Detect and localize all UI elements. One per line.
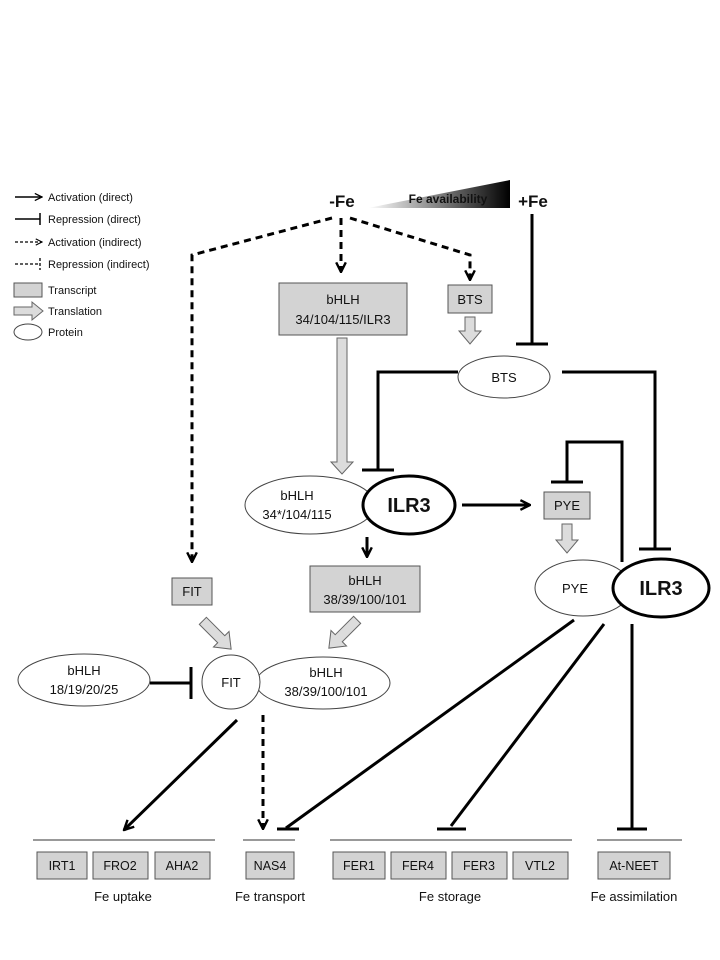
minus-fe-label: -Fe [329, 192, 355, 211]
protein-pye: PYE [534, 559, 632, 617]
svg-text:AHA2: AHA2 [166, 859, 199, 873]
svg-text:FER1: FER1 [343, 859, 375, 873]
fe-availability-label: Fe availability [409, 192, 488, 206]
legend-repression-direct: Repression (direct) [48, 214, 141, 226]
label-fe-transport: Fe transport [235, 889, 305, 904]
legend-translation-icon [13, 300, 44, 322]
svg-text:34/104/115/ILR3: 34/104/115/ILR3 [295, 312, 390, 327]
target-irt1: IRT1 [36, 851, 88, 880]
svg-text:VTL2: VTL2 [525, 859, 555, 873]
pye-self-repression [551, 440, 624, 562]
minus-fe-activations [192, 216, 470, 562]
target-fer3: FER3 [451, 851, 508, 880]
target-fro2: FRO2 [92, 851, 149, 880]
svg-text:34*/104/115: 34*/104/115 [262, 507, 331, 522]
svg-text:38/39/100/101: 38/39/100/101 [323, 592, 406, 607]
svg-text:FER3: FER3 [463, 859, 495, 873]
pye-repression-nas4 [277, 618, 575, 831]
svg-text:At-NEET: At-NEET [609, 859, 659, 873]
target-at-neet: At-NEET [597, 851, 671, 880]
fe-to-bts-arrow [349, 216, 470, 280]
svg-text:ILR3: ILR3 [639, 578, 682, 600]
translation-arrow-bhlh-a [329, 337, 355, 475]
svg-text:bHLH: bHLH [280, 488, 313, 503]
svg-text:bHLH: bHLH [326, 292, 359, 307]
transcript-bts: BTS [447, 284, 493, 314]
legend-transcript: Transcript [48, 285, 97, 297]
svg-text:bHLH: bHLH [309, 665, 342, 680]
label-fe-uptake: Fe uptake [94, 889, 152, 904]
transcript-bhlh-a: bHLH 34/104/115/ILR3 [278, 282, 408, 336]
transcript-pye: PYE [543, 491, 591, 520]
svg-text:FIT: FIT [221, 675, 241, 690]
legend-protein-icon [13, 323, 43, 341]
target-fer4: FER4 [390, 851, 447, 880]
protein-bts: BTS [457, 355, 551, 399]
svg-text:BTS: BTS [491, 370, 517, 385]
fit-to-uptake-arrow [124, 718, 239, 830]
target-fer1: FER1 [332, 851, 386, 880]
svg-text:bHLH: bHLH [348, 573, 381, 588]
pye-repression-storage [437, 623, 606, 831]
svg-text:bHLH: bHLH [67, 663, 100, 678]
legend-transcript-icon [13, 282, 43, 298]
legend-activation-direct: Activation (direct) [48, 192, 133, 204]
translation-arrow-fit [198, 616, 232, 650]
svg-text:IRT1: IRT1 [49, 859, 76, 873]
legend-activation-indirect: Activation (indirect) [48, 237, 142, 249]
bts-repression-ilr3 [562, 370, 671, 551]
legend-protein: Protein [48, 327, 83, 339]
svg-text:BTS: BTS [457, 292, 483, 307]
transcript-fit: FIT [171, 577, 213, 606]
legend-translation: Translation [48, 306, 102, 318]
label-fe-storage: Fe storage [419, 889, 481, 904]
translation-arrow-bts [457, 316, 483, 345]
legend: Activation (direct) Repression (direct) … [13, 192, 149, 341]
label-fe-assimilation: Fe assimilation [591, 889, 678, 904]
plus-fe-label: +Fe [518, 192, 548, 211]
legend-repression-indirect-icon [15, 258, 41, 270]
fe-to-fit-arrow [192, 216, 333, 562]
bts-repression-bhlh [362, 370, 458, 472]
translation-arrow-pye [554, 523, 580, 554]
protein-ilr3: ILR3 [361, 474, 457, 536]
svg-text:PYE: PYE [554, 498, 580, 513]
legend-repression-indirect: Repression (indirect) [48, 259, 149, 271]
plus-fe-repression [516, 214, 548, 346]
ilr3-repression-assimilation [617, 624, 647, 831]
svg-text:FIT: FIT [182, 584, 202, 599]
bhlh-c-repression-fit [150, 667, 193, 699]
svg-text:38/39/100/101: 38/39/100/101 [284, 684, 367, 699]
protein-bhlh-b: bHLH 38/39/100/101 [255, 656, 391, 710]
legend-repression-direct-icon [15, 213, 41, 225]
target-vtl2: VTL2 [512, 851, 569, 880]
svg-text:PYE: PYE [562, 581, 588, 596]
svg-text:18/19/20/25: 18/19/20/25 [50, 682, 119, 697]
target-nas4: NAS4 [245, 851, 295, 880]
protein-bhlh-c: bHLH 18/19/20/25 [17, 653, 151, 707]
svg-text:NAS4: NAS4 [254, 859, 287, 873]
svg-text:FER4: FER4 [402, 859, 434, 873]
fe-availability-gradient [368, 180, 510, 208]
protein-ilr3-complex: ILR3 [611, 557, 711, 619]
protein-fit: FIT [201, 654, 261, 710]
target-aha2: AHA2 [154, 851, 211, 880]
svg-text:ILR3: ILR3 [387, 495, 430, 517]
protein-bhlh-a: bHLH 34*/104/115 [244, 475, 376, 535]
translation-arrow-bhlh-b [328, 615, 362, 649]
transcript-bhlh-b: bHLH 38/39/100/101 [309, 565, 421, 613]
svg-text:FRO2: FRO2 [103, 859, 136, 873]
